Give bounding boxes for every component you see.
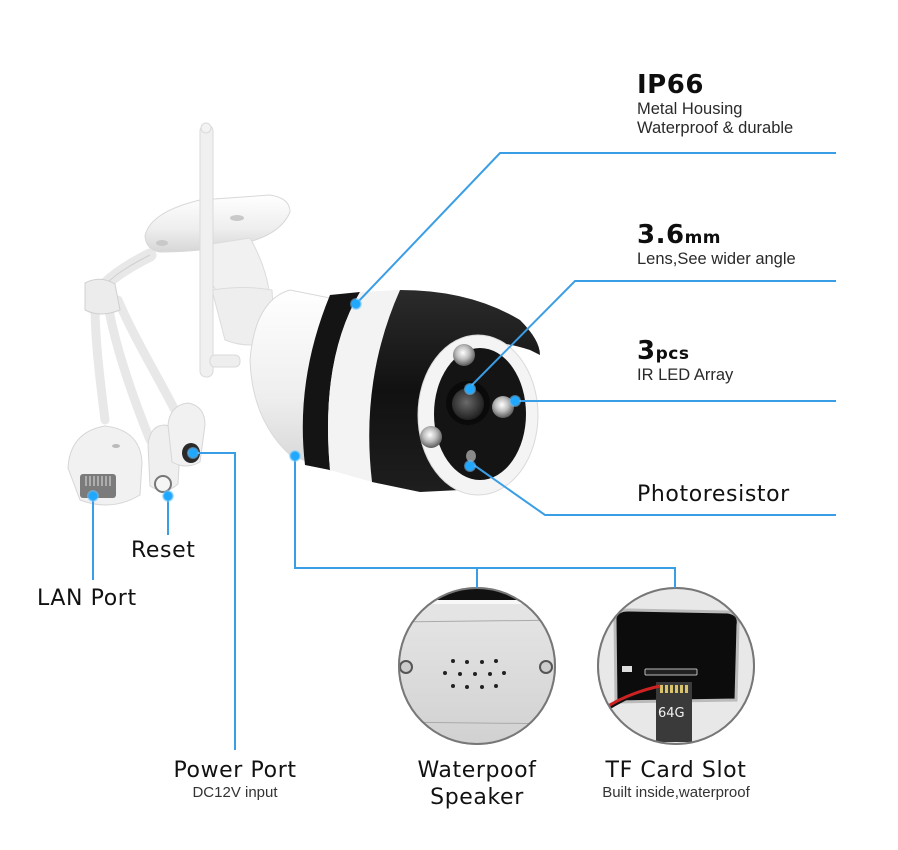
dot-photoresistor (464, 460, 476, 472)
dot-power (187, 447, 199, 459)
callout-lines (92, 152, 836, 750)
feature-ip66: IP66 Metal Housing Waterproof & durable (637, 70, 793, 138)
speaker-detail-image (398, 587, 556, 745)
ir-desc: IR LED Array (637, 366, 734, 384)
photoresistor-label: Photoresistor (637, 482, 790, 507)
dot-reset (162, 490, 174, 502)
dot-speaker-tf (289, 450, 301, 462)
wifi-antenna (199, 122, 241, 378)
tf-card-detail-image (597, 587, 755, 745)
ip66-line-2: Waterproof & durable (637, 119, 794, 137)
dot-lens (464, 383, 476, 395)
dot-lan (87, 490, 99, 502)
dot-ir (509, 395, 521, 407)
lens-desc: Lens,See wider angle (637, 250, 796, 268)
power-connector (167, 402, 206, 467)
dot-ip66 (350, 298, 362, 310)
lan-connector (67, 425, 143, 506)
lan-port-label: LAN Port (37, 586, 137, 611)
power-desc: DC12V input (192, 784, 278, 801)
speaker-title-2: Speaker (430, 785, 524, 810)
feature-lens: 3.6mm Lens,See wider angle (637, 220, 796, 269)
feature-speaker: Waterpoof Speaker (400, 757, 554, 811)
camera-body (249, 289, 540, 496)
feature-power: Power Port DC12V input (160, 757, 310, 801)
lens-value: 3.6 (637, 220, 685, 250)
feature-tf-card: TF Card Slot Built inside,waterproof (566, 757, 786, 801)
tf-title: TF Card Slot (605, 758, 747, 783)
power-title: Power Port (173, 758, 297, 783)
feature-ir: 3pcs IR LED Array (637, 336, 733, 385)
tf-desc: Built inside,waterproof (602, 784, 750, 801)
ir-unit: pcs (655, 344, 690, 364)
ir-value: 3 (637, 336, 656, 366)
reset-label: Reset (131, 538, 196, 563)
speaker-title-1: Waterpoof (417, 758, 537, 783)
ip66-title: IP66 (637, 70, 704, 100)
lens-unit: mm (684, 228, 721, 248)
ip66-line-1: Metal Housing (637, 100, 743, 118)
callout-dots (87, 298, 521, 502)
tf-card-capacity: 64G (658, 706, 685, 721)
wall-mount (144, 194, 291, 346)
